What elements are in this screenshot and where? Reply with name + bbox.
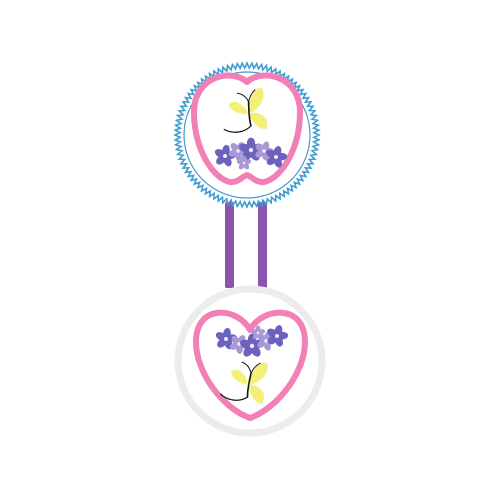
- flower-petal: [240, 339, 253, 349]
- butterfly-antenna: [236, 92, 250, 103]
- flower-petal: [217, 338, 227, 348]
- strap-right: [258, 202, 267, 288]
- strap-left: [225, 202, 234, 288]
- flower-petal: [267, 328, 278, 338]
- butterfly-antenna: [250, 362, 261, 374]
- flower-center: [262, 149, 266, 153]
- butterfly-tail: [220, 393, 249, 401]
- flower-center: [224, 337, 228, 341]
- butterfly-icon: [220, 361, 268, 404]
- butterfly-tail: [223, 125, 252, 133]
- flower-petal: [239, 143, 252, 153]
- flower-center: [274, 155, 278, 159]
- flower-petal: [266, 149, 277, 159]
- flower-petal: [250, 329, 259, 335]
- zigzag-border: [173, 61, 321, 209]
- butterfly-wing-left: [228, 101, 248, 115]
- flower-petal: [230, 142, 239, 152]
- flower-icon: [266, 146, 288, 168]
- flower-center: [242, 161, 246, 165]
- top-ring-inner: [183, 71, 311, 199]
- flower-center: [237, 342, 241, 346]
- butterfly-wing-left: [231, 369, 248, 385]
- flower-petal: [216, 155, 226, 165]
- flower-petal: [215, 332, 227, 341]
- flower-center: [248, 147, 254, 153]
- top-medallion: [173, 61, 321, 209]
- flower-center: [264, 339, 268, 343]
- flower-center: [256, 331, 260, 335]
- connector-strap: [225, 202, 267, 288]
- flower-icon: [236, 155, 252, 170]
- flower-cluster-top: [214, 137, 288, 170]
- flower-petal: [236, 159, 245, 165]
- flower-petal: [255, 143, 265, 152]
- bottom-medallion: [174, 285, 326, 437]
- butterfly-wing-upper: [249, 362, 268, 385]
- flower-petal: [231, 335, 240, 345]
- flower-center: [236, 149, 240, 153]
- flower-center: [249, 343, 255, 349]
- butterfly-antenna: [241, 361, 252, 374]
- flower-petal: [214, 149, 226, 158]
- flower-cluster-bottom: [215, 325, 289, 357]
- butterfly-wing-lower: [249, 112, 268, 129]
- butterfly-wing-upper: [248, 87, 264, 113]
- plain-ring: [174, 285, 326, 437]
- flower-center: [275, 334, 279, 338]
- butterfly-icon: [223, 87, 268, 133]
- butterfly-antenna: [248, 89, 256, 103]
- flower-icon: [250, 325, 266, 340]
- butterfly-wing-lower: [248, 384, 265, 404]
- butterfly-body: [246, 372, 252, 398]
- flower-icon: [267, 325, 289, 347]
- butterfly-body: [247, 101, 252, 127]
- flower-center: [223, 154, 227, 158]
